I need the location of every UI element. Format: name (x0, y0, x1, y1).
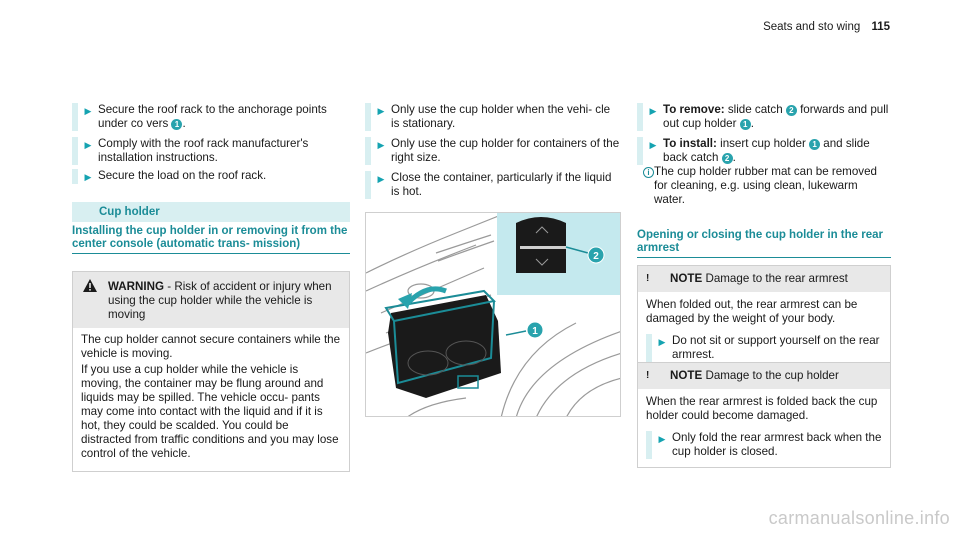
warning-body-1: The cup holder cannot secure containers … (81, 333, 341, 360)
callout-badge-2: 2 (785, 105, 797, 116)
page-header: Seats and sto wing 115 (763, 20, 890, 34)
step-arrow-icon: ▶ (658, 337, 666, 347)
step-to-remove: ▶ To remove: slide catch 2 forwards and … (637, 103, 891, 131)
info-rubber-mat: i The cup holder rubber mat can be remov… (637, 165, 891, 207)
step-arrow-icon: ▶ (377, 106, 385, 116)
warning-box: WARNING - Risk of accident or injury whe… (72, 271, 350, 472)
warning-body-2: If you use a cup holder while the vehicl… (81, 363, 339, 460)
page-number: 115 (871, 21, 890, 33)
step-arrow-icon: ▶ (84, 106, 92, 116)
step-arrow-icon: ▶ (658, 434, 666, 444)
figure-callout-1: 1 (532, 326, 538, 337)
figure-callout-2: 2 (593, 251, 599, 262)
warning-title: WARNING (108, 280, 165, 293)
cup-holder-drawing: 2 1 (366, 213, 620, 416)
step-arrow-icon: ▶ (377, 140, 385, 150)
step-arrow-icon: ▶ (649, 106, 657, 116)
warning-title-rest: - Risk of accident or injury when using … (108, 280, 332, 321)
info-icon: i (643, 167, 654, 178)
subhead-rear-armrest: Opening or closing the cup holder in the… (637, 229, 891, 258)
watermark-footer: carmanualsonline.info (768, 508, 950, 528)
step-close-container: ▶ Close the container, particularly if t… (365, 171, 621, 199)
note-exclamation-icon: ! (646, 273, 650, 284)
step-arrow-icon: ▶ (649, 140, 657, 150)
note-box-armrest: ! NOTE Damage to the rear armrest When f… (637, 265, 891, 371)
step-to-install: ▶ To install: insert cup holder 1 and sl… (637, 137, 891, 165)
callout-badge-1: 1 (739, 119, 751, 130)
step-arrow-icon: ▶ (377, 174, 385, 184)
step-secure-load: ▶ Secure the load on the roof rack. (72, 169, 350, 184)
note-box-cup-holder: ! NOTE Damage to the cup holder When the… (637, 362, 891, 468)
callout-badge-1: 1 (171, 119, 183, 130)
step-secure-anchorage: ▶ Secure the roof rack to the anchorage … (72, 103, 350, 131)
step-arrow-icon: ▶ (84, 172, 92, 182)
note-exclamation-icon: ! (646, 370, 650, 381)
step-only-stationary: ▶ Only use the cup holder when the vehi‐… (365, 103, 621, 131)
step-right-size: ▶ Only use the cup holder for containers… (365, 137, 621, 165)
section-title-cup-holder: Cup holder (72, 202, 350, 222)
step-arrow-icon: ▶ (84, 140, 92, 150)
cup-holder-illustration: 2 1 (365, 212, 621, 417)
step-do-not-sit: ▶ Do not sit or support yourself on the … (646, 334, 882, 362)
callout-badge-1: 1 (809, 139, 821, 150)
warning-triangle-icon (83, 279, 97, 292)
callout-badge-2: 2 (721, 153, 733, 164)
header-section: Seats and sto wing (763, 21, 861, 33)
step-comply-instructions: ▶ Comply with the roof rack manufacturer… (72, 137, 350, 165)
subhead-installing-cup-holder: Installing the cup holder in or removing… (72, 225, 350, 254)
step-only-fold-back: ▶ Only fold the rear armrest back when t… (646, 431, 882, 459)
